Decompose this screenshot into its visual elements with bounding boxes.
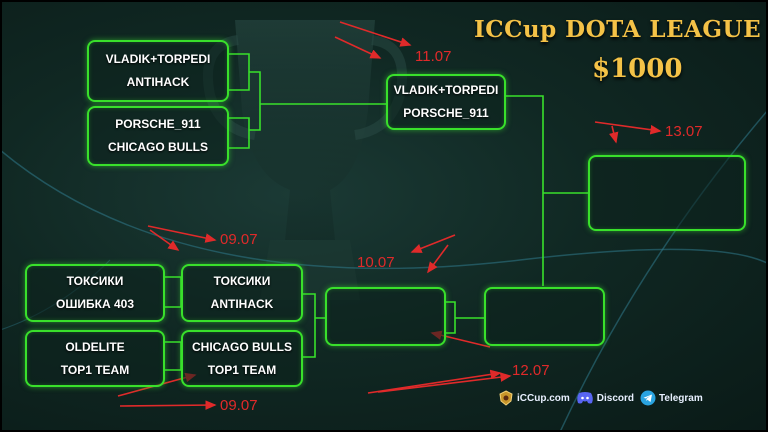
- bg-curve-1: [0, 149, 768, 330]
- arrow-10-a: [410, 234, 456, 253]
- telegram-link-label: Telegram: [659, 392, 703, 404]
- arrow-10-b: [427, 244, 449, 274]
- team-name: CHICAGO BULLS: [108, 140, 208, 154]
- team-name: VLADIK+TORPEDI: [393, 83, 499, 97]
- telegram-link[interactable]: Telegram: [640, 390, 703, 406]
- team-name: VLADIK+TORPEDI: [105, 52, 211, 66]
- arrow-11-b: [334, 36, 382, 59]
- match-lower-r3: [325, 287, 446, 346]
- telegram-icon: [640, 390, 656, 406]
- arrow-09b-b: [119, 400, 217, 410]
- team-name: PORSCHE_911: [403, 106, 489, 120]
- team-name: PORSCHE_911: [115, 117, 201, 131]
- match-lower-r2-2: CHICAGO BULLS TOP1 TEAM: [181, 330, 303, 387]
- arrow-11-a: [339, 21, 412, 47]
- trophy-silhouette: [235, 20, 375, 240]
- connector-lr2: [302, 293, 325, 358]
- discord-icon: [576, 392, 593, 404]
- league-title: ICCup DOTA LEAGUE: [474, 16, 762, 43]
- prize-amount: $1000: [592, 54, 683, 84]
- iccup-link-label: iCCup.com: [517, 392, 570, 404]
- date-lower-r3: 10.07: [357, 254, 395, 271]
- footer-links: iCCup.com Discord Telegram: [498, 390, 703, 406]
- match-upper-r1-2: PORSCHE_911 CHICAGO BULLS: [87, 106, 229, 166]
- connector-lr3: [445, 301, 484, 334]
- arrow-12-c: [377, 372, 512, 393]
- arrow-12-b: [367, 369, 502, 394]
- team-name: ОШИБКА 403: [56, 297, 134, 311]
- date-grand-final: 13.07: [665, 123, 703, 140]
- team-name: TOP1 TEAM: [60, 362, 130, 377]
- arrow-13-a: [594, 121, 662, 135]
- arrow-09-b: [149, 229, 180, 251]
- arrow-09-a: [147, 225, 217, 243]
- match-upper-final: VLADIK+TORPEDI PORSCHE_911: [386, 74, 506, 130]
- team-name: OLDELITE: [65, 339, 125, 354]
- team-name: ANTIHACK: [210, 297, 274, 311]
- match-grand-final: [588, 155, 746, 231]
- discord-link-label: Discord: [596, 392, 635, 404]
- team-name: TOP1 TEAM: [207, 362, 277, 377]
- bg-curve-2: [559, 109, 768, 432]
- connector-ur1-m2: [228, 117, 250, 149]
- match-lower-r2-1: ТОКСИКИ ANTIHACK: [181, 264, 303, 322]
- discord-link[interactable]: Discord: [576, 391, 634, 405]
- date-lower-r1: 09.07: [220, 231, 258, 248]
- arrow-13-b: [609, 125, 619, 144]
- team-name: ТОКСИКИ: [66, 274, 124, 288]
- match-lower-r1-2: OLDELITE TOP1 TEAM: [25, 330, 165, 387]
- iccup-link[interactable]: iCCup.com: [498, 390, 570, 406]
- team-name: ТОКСИКИ: [213, 274, 271, 288]
- match-lower-final: [484, 287, 605, 346]
- team-name: ANTIHACK: [126, 75, 190, 89]
- match-lower-r1-1: ТОКСИКИ ОШИБКА 403: [25, 264, 165, 322]
- date-lower-final: 12.07: [512, 362, 550, 379]
- team-name: CHICAGO BULLS: [192, 339, 292, 354]
- connector-uf-to-gf: [505, 95, 544, 286]
- connector-ur1-join: [249, 71, 386, 131]
- date-lower-r2-bottom: 09.07: [220, 397, 258, 414]
- iccup-logo-icon: [499, 390, 513, 406]
- match-upper-r1-1: VLADIK+TORPEDI ANTIHACK: [87, 40, 229, 102]
- date-upper-final: 11.07: [415, 48, 452, 65]
